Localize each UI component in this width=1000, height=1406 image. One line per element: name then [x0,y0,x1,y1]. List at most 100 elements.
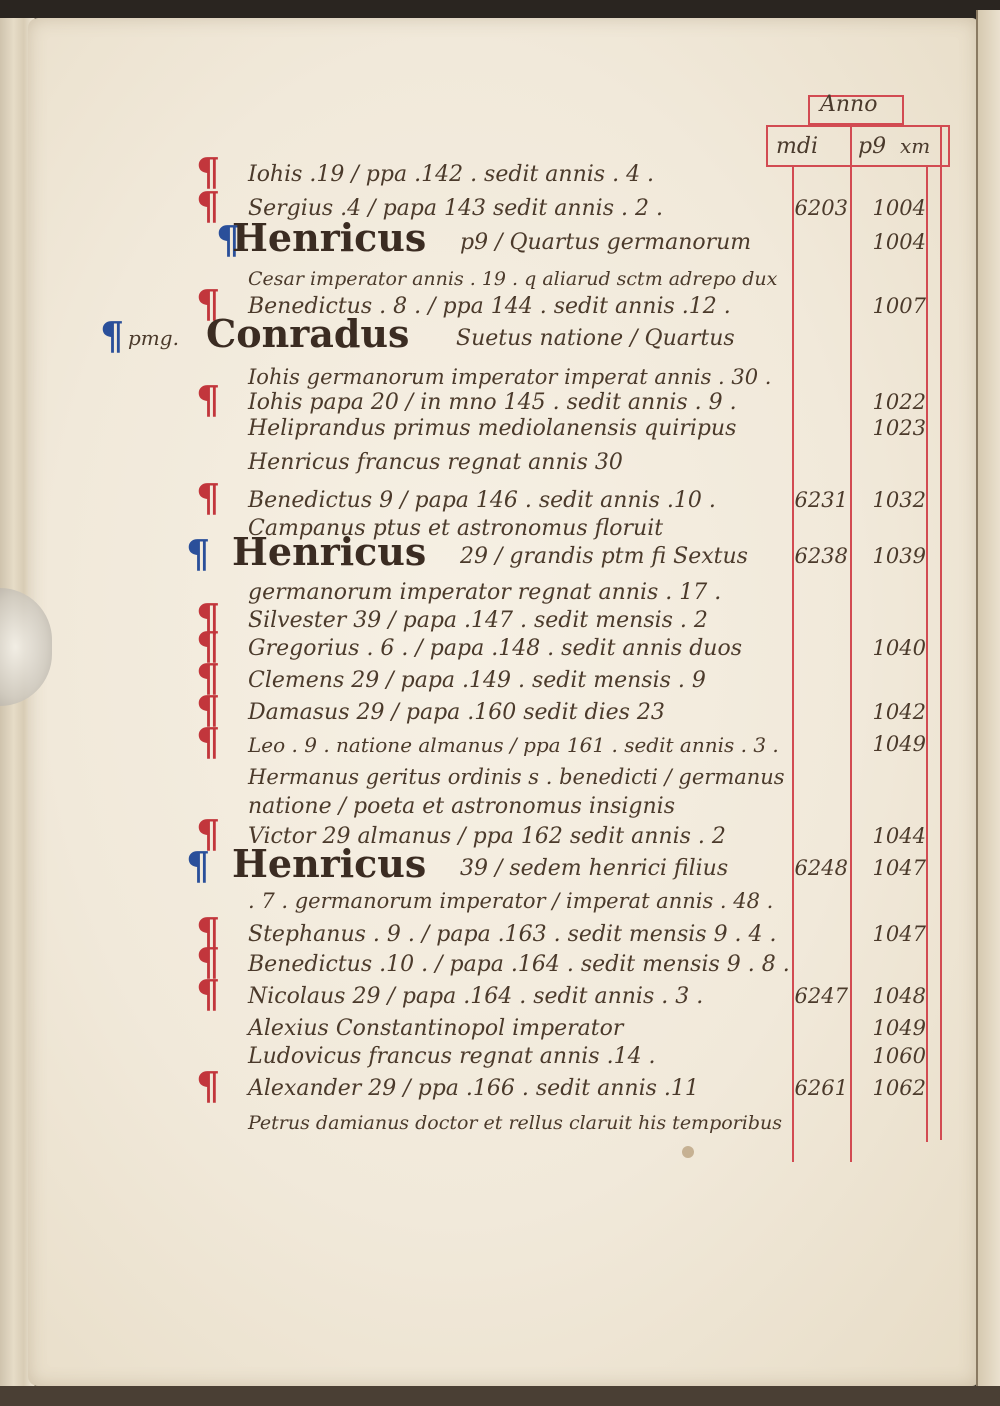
entry-row: Petrus damianus doctor et rellus claruit… [0,1106,1000,1142]
red-pilcrow-icon: ¶ [196,475,221,520]
entry-text: Suetus natione / Quartus [456,326,735,351]
binding-edge-bottom [0,1386,1000,1406]
year-anno-christi: 1049 [872,732,926,756]
ruling-line [792,167,794,1162]
next-leaf-edge [976,10,1000,1390]
entry-row: ¶Nicolaus 29 / papa .164 . sedit annis .… [0,975,1000,1016]
manuscript-page [28,18,978,1386]
entry-text: Benedictus . 8 . / ppa 144 . sedit annis… [248,294,731,319]
entry-row: ¶Victor 29 almanus / ppa 162 sedit annis… [0,815,1000,856]
entry-text: Damasus 29 / papa .160 sedit dies 23 [248,700,665,725]
ruler-name: Henricus [232,841,427,886]
year-anno-christi: 1047 [872,922,926,946]
year-anno-christi: 1040 [872,636,926,660]
entry-row: ¶Benedictus . 8 . / ppa 144 . sedit anni… [0,285,1000,326]
entry-text: . 7 . germanorum imperator / imperat ann… [248,889,774,913]
entry-text: natione / poeta et astronomus insignis [248,794,675,819]
entry-row: natione / poeta et astronomus insignis [0,790,1000,826]
entry-text: germanorum imperator regnat annis . 17 . [248,580,722,605]
entry-text: p9 / Quartus germanorum [460,230,752,255]
year-anno-mundi: 6203 [794,196,848,220]
col-mundi-header: mdi [776,134,818,159]
entry-row: ¶Clemens 29 / papa .149 . sedit mensis .… [0,659,1000,700]
year-anno-mundi: 6238 [794,544,848,568]
entry-text: Gregorius . 6 . / papa .148 . sedit anni… [248,636,742,661]
entry-text: Campanus ptus et astronomus floruit [248,516,664,541]
anno-header: Anno [820,92,878,117]
entry-row: germanorum imperator regnat annis . 17 . [0,576,1000,612]
entry-row: ¶Benedictus 9 / papa 146 . sedit annis .… [0,479,1000,520]
col-x-header: xm [900,134,931,158]
year-anno-christi: 1060 [872,1044,926,1068]
col-christi-header: p9 [858,134,887,159]
ruler-name: Conradus [206,311,410,356]
year-anno-christi: 1007 [872,294,926,318]
entry-text: Cesar imperator annis . 19 . q aliarud s… [248,268,778,290]
ink-stain [682,1146,694,1158]
entry-text: Hermanus geritus ordinis s . benedicti /… [248,765,785,789]
red-pilcrow-icon: ¶ [196,655,221,700]
red-pilcrow-icon: ¶ [196,971,221,1016]
entry-row: ¶ Henricus 29 / grandis ptm fi Sextus 6238 1… [0,532,1000,576]
year-anno-christi: 1049 [872,1016,926,1040]
red-pilcrow-icon: ¶ [196,623,221,668]
entry-row: ¶Gregorius . 6 . / papa .148 . sedit ann… [0,627,1000,668]
year-anno-mundi: 6261 [794,1076,848,1100]
year-anno-christi: 1004 [872,196,926,220]
entry-row: . 7 . germanorum imperator / imperat ann… [0,884,1000,920]
entry-text: Sergius .4 / papa 143 sedit annis . 2 . [248,196,663,221]
entry-row: Iohis germanorum imperator imperat annis… [0,360,1000,396]
blue-pilcrow-icon: ¶ [186,531,211,576]
year-anno-christi: 1004 [872,230,926,254]
entry-text: Stephanus . 9 . / papa .163 . sedit mens… [248,922,777,947]
year-anno-christi: 1042 [872,700,926,724]
binding-edge-top [0,0,1000,20]
year-anno-christi: 1048 [872,984,926,1008]
anno-header-box [808,95,904,125]
entry-text: Alexius Constantinopol imperator [248,1016,624,1041]
entry-text: 29 / grandis ptm fi Sextus [460,544,748,569]
red-pilcrow-icon: ¶ [196,1063,221,1108]
year-anno-christi: 1039 [872,544,926,568]
year-anno-christi: 1044 [872,824,926,848]
entry-text: Benedictus 9 / papa 146 . sedit annis .1… [248,488,716,513]
entry-row: ¶Iohis .19 / ppa .142 . sedit annis . 4 … [0,153,1000,194]
year-anno-christi: 1062 [872,1076,926,1100]
year-anno-christi: 1022 [872,390,926,414]
entry-text: Nicolaus 29 / papa .164 . sedit annis . … [248,984,704,1009]
entry-row: ¶Leo . 9 . natione almanus / ppa 161 . s… [0,723,1000,764]
year-anno-christi: 1023 [872,416,926,440]
entry-text: 39 / sedem henrici filius [460,856,729,881]
entry-text: Iohis .19 / ppa .142 . sedit annis . 4 . [248,162,655,187]
entry-row: Campanus ptus et astronomus floruit [0,512,1000,548]
year-anno-christi: 1047 [872,856,926,880]
columns-header-box [766,125,950,167]
entry-row: Hermanus geritus ordinis s . benedicti /… [0,760,1000,796]
entry-row: ¶Iohis papa 20 / in mno 145 . sedit anni… [0,381,1000,422]
entry-text: Alexander 29 / ppa .166 . sedit annis .1… [248,1076,699,1101]
year-anno-christi: 1032 [872,488,926,512]
entry-text: Silvester 39 / papa .147 . sedit mensis … [248,608,708,633]
red-pilcrow-icon: ¶ [196,909,221,954]
entry-row: ¶Sergius .4 / papa 143 sedit annis . 2 .… [0,187,1000,228]
red-pilcrow-icon: ¶ [196,183,221,228]
year-anno-mundi: 6247 [794,984,848,1008]
entry-text: Ludovicus francus regnat annis .14 . [248,1044,656,1069]
entry-row: Ludovicus francus regnat annis .14 . 1060 [0,1040,1000,1076]
entry-text: Heliprandus primus mediolanensis quiripu… [248,416,737,441]
red-pilcrow-icon: ¶ [196,149,221,194]
entry-text: Leo . 9 . natione almanus / ppa 161 . se… [248,733,779,757]
blue-pilcrow-icon: ¶ [186,843,211,888]
ruler-name: Henricus [232,529,427,574]
entry-row: Cesar imperator annis . 19 . q aliarud s… [0,262,1000,298]
entry-row: Henricus francus regnat annis 30 [0,446,1000,482]
entry-text: Henricus francus regnat annis 30 [248,450,623,475]
ruling-line [926,167,928,1142]
red-pilcrow-icon: ¶ [196,595,221,640]
entry-text: Iohis germanorum imperator imperat annis… [248,365,772,389]
entry-row: Alexius Constantinopol imperator 1049 [0,1012,1000,1048]
red-pilcrow-icon: ¶ [196,811,221,856]
